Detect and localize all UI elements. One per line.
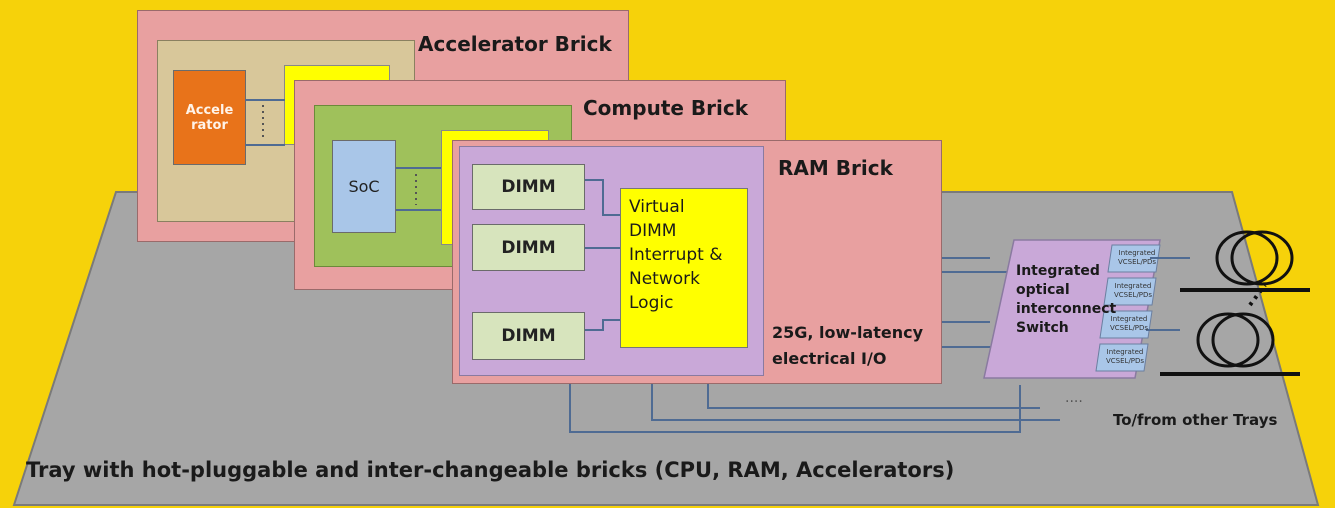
switch-line-4: Switch: [1016, 320, 1069, 336]
accelerator-label-line1: Accele: [185, 102, 234, 118]
logic-line-4: Network: [629, 269, 700, 289]
soc-chip: SoC: [332, 140, 396, 233]
ram-brick-title: RAM Brick: [778, 156, 893, 180]
vcsel-4-line2: VCSEL/PDs: [1106, 357, 1145, 365]
logic-line-1: Virtual: [629, 197, 685, 217]
compute-wires: [396, 167, 441, 211]
switch-line-3: interconnect: [1016, 301, 1117, 317]
vcsel-3-line2: VCSEL/PDs: [1110, 324, 1149, 332]
vcsel-1-line1: Integrated: [1118, 249, 1156, 257]
logic-line-3: Interrupt &: [629, 245, 723, 265]
switch-line-1: Integrated: [1016, 263, 1100, 279]
vcsel-modules: [1095, 244, 1161, 372]
fiber-coils: [1160, 230, 1310, 376]
vcsel-3-line1: Integrated: [1110, 315, 1148, 323]
vcsel-1-line2: VCSEL/PDs: [1118, 258, 1157, 266]
tray-wire-dots: ....: [1065, 390, 1083, 406]
dimm-2: DIMM: [472, 224, 585, 271]
vcsel-2-line2: VCSEL/PDs: [1114, 291, 1153, 299]
accelerator-wires: [245, 99, 285, 146]
accelerator-label-line2: rator: [191, 117, 228, 133]
soc-label: SoC: [348, 177, 380, 196]
dimm-3: DIMM: [472, 312, 585, 360]
io-label-line1: 25G, low-latency: [772, 323, 924, 342]
dimm-2-label: DIMM: [501, 237, 556, 258]
optical-switch-label: Integrated optical interconnect Switch: [1016, 262, 1116, 338]
dimm-1: DIMM: [472, 164, 585, 210]
vcsel-2-line1: Integrated: [1114, 282, 1152, 290]
vcsel-4-line1: Integrated: [1106, 348, 1144, 356]
vcsel-label-1: Integrated VCSEL/PDs: [1118, 249, 1156, 267]
logic-line-2: DIMM: [629, 221, 677, 241]
compute-brick-title: Compute Brick: [583, 96, 749, 120]
other-trays-label: To/from other Trays: [1113, 411, 1278, 429]
vcsel-label-4: Integrated VCSEL/PDs: [1106, 348, 1144, 366]
accelerator-brick-title: Accelerator Brick: [418, 32, 612, 56]
virtual-dimm-logic: Virtual DIMM Interrupt & Network Logic: [620, 188, 748, 348]
dimm-1-label: DIMM: [501, 177, 556, 197]
tray-label: Tray with hot-pluggable and inter-change…: [26, 458, 955, 482]
dimm-3-label: DIMM: [501, 326, 556, 346]
io-label: 25G, low-latency electrical I/O: [772, 320, 923, 372]
vcsel-label-3: Integrated VCSEL/PDs: [1110, 315, 1148, 333]
vcsel-label-2: Integrated VCSEL/PDs: [1114, 282, 1152, 300]
accelerator-chip: Accele rator: [173, 70, 246, 165]
dimm-to-logic-wires: [585, 179, 623, 331]
switch-line-2: optical: [1016, 282, 1070, 298]
logic-line-5: Logic: [629, 293, 674, 313]
io-label-line2: electrical I/O: [772, 349, 887, 368]
